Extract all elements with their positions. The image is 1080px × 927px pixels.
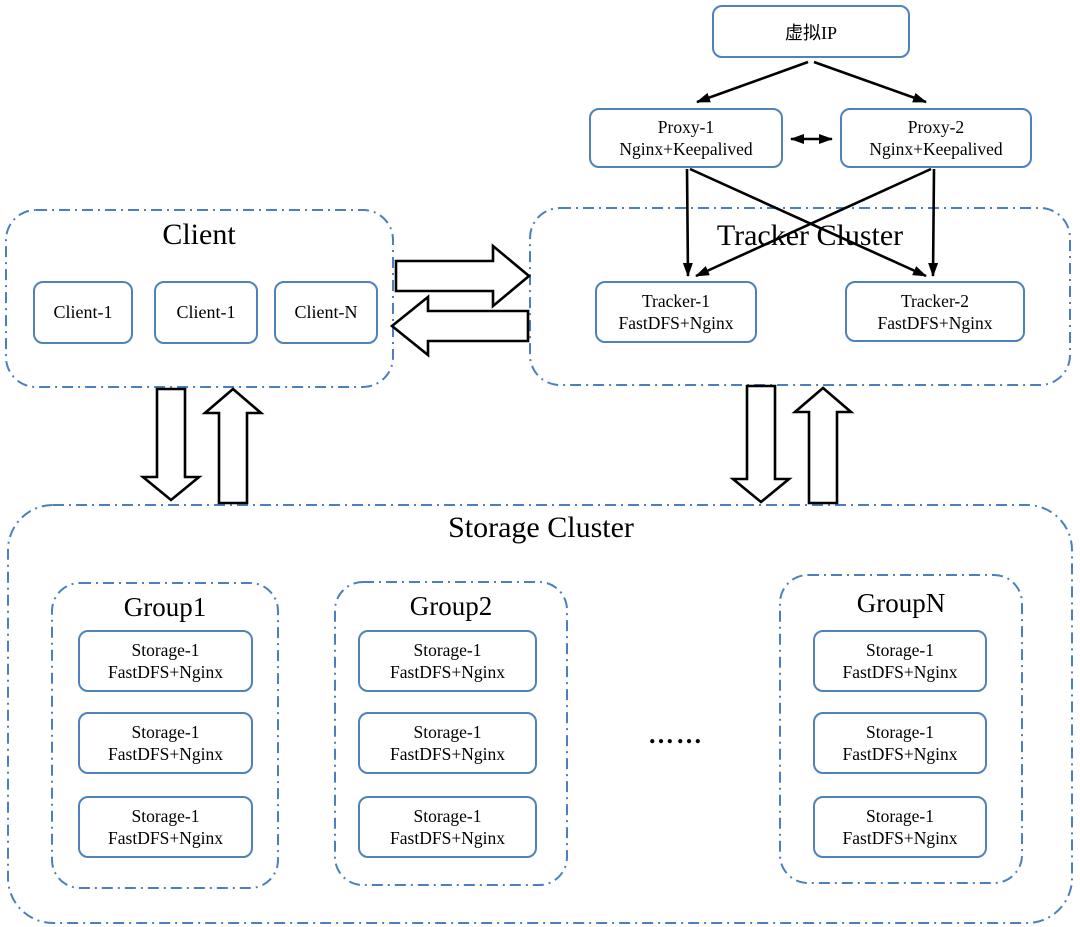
storage-stack: FastDFS+Nginx [390,744,505,764]
storage-stack: FastDFS+Nginx [108,662,223,682]
tracker-cluster-border [529,207,1071,386]
vip-to-proxy2-arrow [813,60,927,104]
tracker-1-box: Tracker-1 FastDFS+Nginx [595,281,757,343]
storage-stack: FastDFS+Nginx [842,828,958,848]
storage-name: Storage-1 [865,722,935,742]
groupn-title: GroupN [856,588,946,618]
storage-cluster-title: Storage Cluster [448,511,634,544]
proxy2-to-tracker1-arrow [695,167,932,278]
tracker-2-box: Tracker-2 FastDFS+Nginx [845,281,1025,342]
tracker-2-name: Tracker-2 [900,290,969,311]
group2-title: Group2 [409,591,493,621]
client-cluster-title: Client [162,218,236,251]
storage-name: Storage-1 [413,806,482,826]
proxy1-to-tracker1-arrow [682,168,693,277]
groups-ellipsis: …… [648,720,704,749]
group2-border [334,581,568,886]
proxy-2-name: Proxy-2 [907,117,965,137]
storage-name: Storage-1 [131,806,200,826]
client-cluster-border [5,209,394,388]
tracker-to-storage-block-arrow [729,384,793,504]
proxy1-to-tracker2-arrow [689,167,927,278]
proxy-2-box: Proxy-2 Nginx+Keepalived [840,108,1032,168]
storage-stack: FastDFS+Nginx [390,828,505,848]
client-1-box: Client-1 [33,281,133,344]
storage-to-tracker-block-arrow [791,386,855,505]
groupn-storage-2-box: Storage-1 FastDFS+Nginx [813,712,987,774]
proxy-1-box: Proxy-1 Nginx+Keepalived [589,108,783,168]
storage-stack: FastDFS+Nginx [390,662,505,682]
group2-storage-1-box: Storage-1 FastDFS+Nginx [358,630,537,692]
proxy-1-name: Proxy-1 [657,117,715,137]
proxy-2-stack: Nginx+Keepalived [869,139,1003,159]
storage-stack: FastDFS+Nginx [108,828,223,848]
client-to-tracker-block-arrow [394,243,532,309]
client-2-box: Client-1 [154,281,258,344]
client-2-label: Client-1 [176,302,236,322]
storage-name: Storage-1 [131,640,200,660]
group1-storage-1-box: Storage-1 FastDFS+Nginx [78,630,253,692]
storage-name: Storage-1 [865,640,935,660]
storage-stack: FastDFS+Nginx [842,744,958,764]
vip-to-proxy1-arrow [696,60,809,104]
tracker-to-client-block-arrow [389,294,530,358]
cluster-borders [5,207,1073,924]
group2-storage-3-box: Storage-1 FastDFS+Nginx [358,796,537,858]
proxy2-to-tracker2-arrow [928,168,939,277]
client-to-storage-block-arrow [139,387,203,502]
client-n-box: Client-N [274,281,378,344]
tracker-1-name: Tracker-1 [641,291,710,311]
storage-to-client-block-arrow [201,387,265,505]
tracker-cluster-title: Tracker Cluster [716,219,904,252]
storage-name: Storage-1 [131,722,200,742]
storage-stack: FastDFS+Nginx [842,662,958,682]
storage-name: Storage-1 [865,806,935,826]
virtual-ip-label: 虚拟IP [784,22,837,43]
groupn-storage-3-box: Storage-1 FastDFS+Nginx [813,796,987,858]
tracker-1-stack: FastDFS+Nginx [618,313,734,333]
group1-title: Group1 [123,592,207,622]
groupn-storage-1-box: Storage-1 FastDFS+Nginx [813,630,987,692]
block-arrows [139,243,855,505]
storage-cluster-border [7,504,1073,924]
storage-name: Storage-1 [413,722,482,742]
tracker-2-stack: FastDFS+Nginx [877,312,993,333]
group2-storage-2-box: Storage-1 FastDFS+Nginx [358,712,537,774]
client-n-label: Client-N [294,302,358,322]
group1-storage-3-box: Storage-1 FastDFS+Nginx [78,796,253,858]
line-arrows [682,60,939,278]
group1-storage-2-box: Storage-1 FastDFS+Nginx [78,712,253,774]
virtual-ip-box: 虚拟IP [712,5,910,58]
group1-border [51,582,279,889]
client-1-label: Client-1 [53,302,113,322]
proxy-1-stack: Nginx+Keepalived [619,139,753,159]
groupn-border [779,574,1023,884]
storage-stack: FastDFS+Nginx [108,744,223,764]
storage-name: Storage-1 [413,640,482,660]
